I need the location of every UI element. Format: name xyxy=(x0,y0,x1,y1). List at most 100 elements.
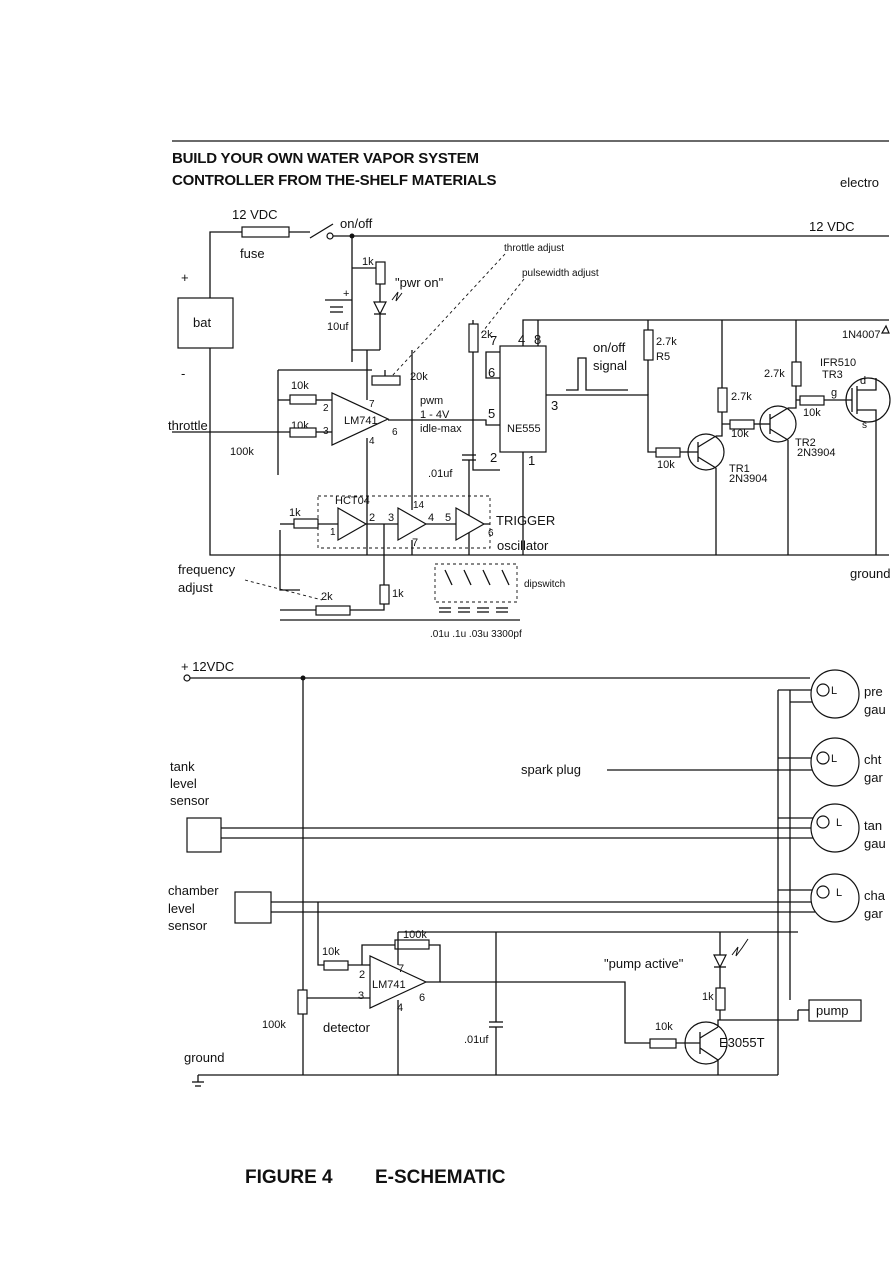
label-e3055t: E3055T xyxy=(719,1035,765,1050)
label-inv-pin5: 5 xyxy=(445,512,451,524)
dip-switch-4[interactable] xyxy=(501,569,510,586)
label-gauge2-L: L xyxy=(831,753,837,765)
label-pulsewidth-adjust: pulsewidth adjust xyxy=(522,268,599,279)
label-gauge2-b: gar xyxy=(864,770,883,785)
resistor-10k-b xyxy=(289,427,317,438)
label-inv-pin2: 2 xyxy=(369,512,375,524)
label-555-pin6: 6 xyxy=(488,365,495,380)
label-chamber-2: level xyxy=(168,901,195,916)
label-pwm-range: 1 - 4V xyxy=(420,409,450,421)
label-pot-2k-freq: 2k xyxy=(321,591,333,603)
label-pump: pump xyxy=(816,1003,849,1018)
opamp-detector-lm741 xyxy=(369,955,428,1009)
gauge-lamp-icon xyxy=(816,885,830,899)
label-lm741-top: LM741 xyxy=(344,415,378,427)
label-hct04: HCT04 xyxy=(335,495,370,507)
dipswitch-outline xyxy=(434,563,518,603)
label-ground-top: ground xyxy=(850,566,890,581)
junction xyxy=(300,675,306,681)
resistor-1k-osc xyxy=(293,518,319,529)
label-12vdc-right: 12 VDC xyxy=(809,219,855,234)
label-det-pin6: 6 xyxy=(419,992,425,1004)
resistor-2-7k-b xyxy=(717,387,728,413)
label-irf510: IFR510 xyxy=(820,357,856,369)
label-cap-10uf: 10uf xyxy=(327,321,349,333)
label-r10k-gate: 10k xyxy=(803,407,821,419)
label-frequency: frequency xyxy=(178,562,236,577)
label-r100k-fb: 100k xyxy=(403,929,427,941)
e3055t-emitter xyxy=(699,1047,719,1061)
resistor-100k-fb xyxy=(394,939,430,950)
gauge-chamber xyxy=(810,873,860,923)
label-chamber-3: sensor xyxy=(168,918,208,933)
gauge-lamp-icon xyxy=(816,683,830,697)
dip-switch-3[interactable] xyxy=(482,569,491,586)
leader-freq xyxy=(244,579,323,601)
label-pwr-on: "pwr on" xyxy=(395,275,444,290)
battery-symbol xyxy=(177,297,234,349)
label-det-pin3: 3 xyxy=(358,990,364,1002)
leader-pulse xyxy=(479,278,525,336)
label-detector: detector xyxy=(323,1020,371,1035)
label-battery-minus: - xyxy=(181,366,185,381)
label-r10k-tr1: 10k xyxy=(657,459,675,471)
label-gauge3-a: tan xyxy=(864,818,882,833)
label-gauge3-b: gau xyxy=(864,836,886,851)
wire-pwm-to-555 xyxy=(388,419,500,426)
label-pot-2k: 2k xyxy=(481,329,493,341)
pulse-waveform-icon xyxy=(566,357,628,391)
resistor-1k-pwr xyxy=(375,261,386,285)
wire-555-trig xyxy=(472,352,500,471)
inverter-1 xyxy=(337,506,368,542)
label-1k-pwr: 1k xyxy=(362,256,374,268)
label-on-off-switch: on/off xyxy=(340,216,373,231)
header-title-line1: BUILD YOUR OWN WATER VAPOR SYSTEM xyxy=(172,150,479,167)
figure-name: E-SCHEMATIC xyxy=(375,1167,506,1188)
led-light-icon xyxy=(391,291,403,302)
e3055t-collector xyxy=(699,1026,719,1039)
label-lm741-bottom: LM741 xyxy=(372,979,406,991)
gauge-lamp-icon xyxy=(816,751,830,765)
label-inv-pin14: 14 xyxy=(413,500,425,511)
label-on-off-signal-1: on/off xyxy=(593,340,626,355)
label-op-pin6: 6 xyxy=(392,427,398,438)
led-light-icon xyxy=(731,938,749,957)
label-spark-plug: spark plug xyxy=(521,762,581,777)
dip-switch-2[interactable] xyxy=(463,569,472,586)
label-tr3: TR3 xyxy=(822,369,843,381)
label-r5-name: R5 xyxy=(656,351,670,363)
header-title-line2: CONTROLLER FROM THE-SHELF MATERIALS xyxy=(172,172,497,189)
label-adjust: adjust xyxy=(178,580,213,595)
wire-chamber-to-detector xyxy=(317,902,324,966)
mosfet-drain xyxy=(857,378,877,391)
leader-throttle xyxy=(391,253,506,377)
resistor-1k-led xyxy=(715,987,726,1011)
wire-battery-to-fuse xyxy=(209,231,242,298)
label-idle-max: idle-max xyxy=(420,423,462,435)
figure-number: FIGURE 4 xyxy=(245,1167,333,1188)
label-r1k-led: 1k xyxy=(702,991,714,1003)
label-throttle: throttle xyxy=(168,418,208,433)
label-r100k: 100k xyxy=(230,446,254,458)
label-r-2-7k-b: 2.7k xyxy=(731,391,752,403)
gauge-pressure xyxy=(810,669,860,719)
dip-switch-1[interactable] xyxy=(444,569,453,586)
label-r10k-a: 10k xyxy=(291,380,309,392)
label-det-pin4: 4 xyxy=(397,1002,403,1014)
label-tr2: TR2 xyxy=(795,437,816,449)
label-tr1: TR1 xyxy=(729,463,750,475)
label-oscillator: oscillator xyxy=(497,538,549,553)
label-gauge2-a: cht xyxy=(864,752,882,767)
wire-osc-feedback xyxy=(279,530,300,591)
wire-det-out xyxy=(440,981,650,1044)
label-pin-s: s xyxy=(862,420,867,431)
label-on-off-signal-2: signal xyxy=(593,358,627,373)
inverter-3 xyxy=(455,506,486,542)
wire xyxy=(788,386,797,409)
resistor-r5 xyxy=(643,329,654,361)
label-555-pin5: 5 xyxy=(488,406,495,421)
label-12vdc-bottom: + 12VDC xyxy=(181,659,234,674)
wire-ground-rail xyxy=(209,348,889,556)
